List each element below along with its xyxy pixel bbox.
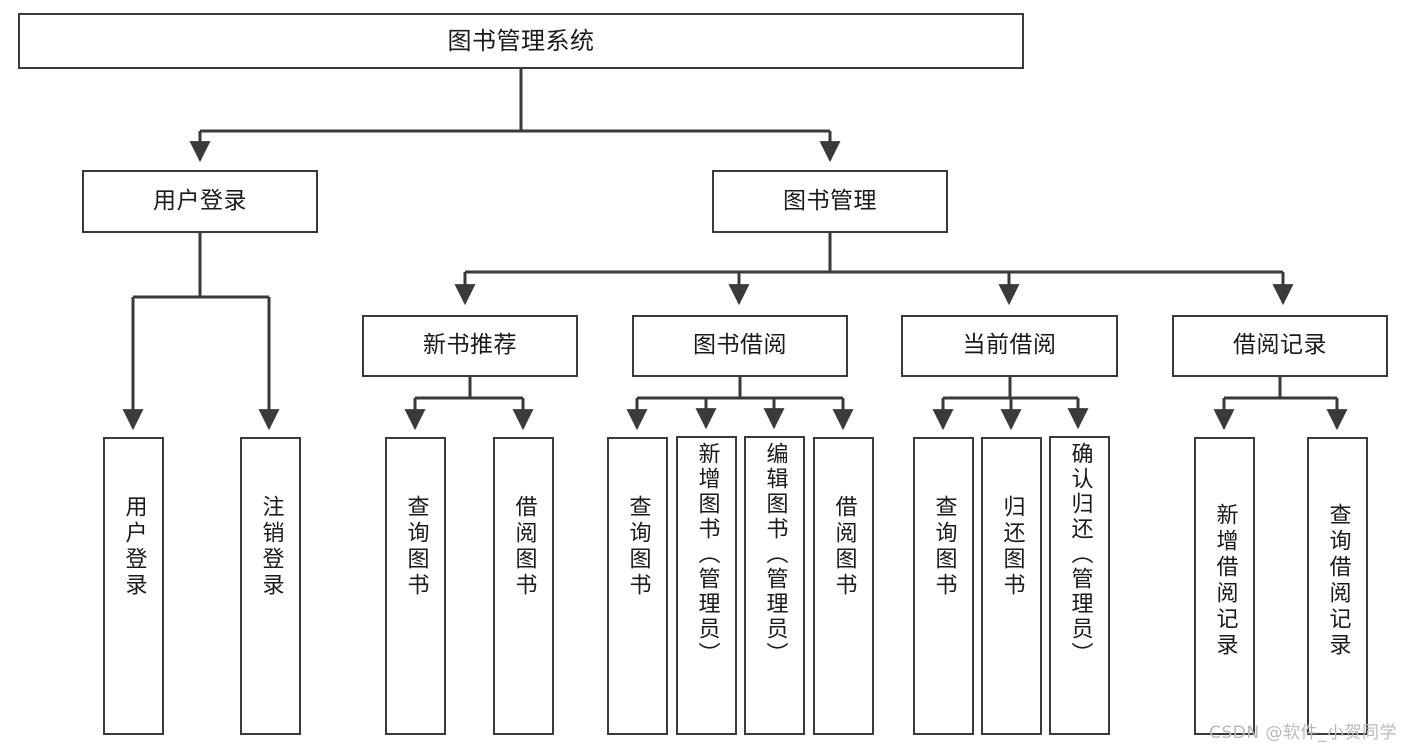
node-borrowing-records[interactable]: 借阅记录 (1172, 315, 1388, 377)
node-label: 注销登录 (258, 495, 284, 599)
node-label: 图书借阅 (693, 332, 787, 359)
node-label: 图书管理 (783, 187, 877, 214)
leaf-borrow-edit-book-admin[interactable]: 编辑图书（管理员） (744, 436, 805, 735)
node-label: 确认归还（管理员） (1067, 442, 1093, 667)
leaf-borrow-query-book[interactable]: 查询图书 (607, 437, 668, 735)
node-label: 图书管理系统 (447, 26, 595, 55)
node-label: 新增借阅记录 (1212, 503, 1238, 659)
csdn-watermark: CSDN @软件_小贺同学 (1209, 723, 1397, 743)
leaf-new-book-query-book[interactable]: 查询图书 (385, 437, 446, 735)
node-label: 查询图书 (403, 495, 429, 599)
leaf-current-confirm-return-admin[interactable]: 确认归还（管理员） (1049, 436, 1110, 735)
leaf-new-book-borrow-book[interactable]: 借阅图书 (493, 437, 554, 735)
node-label: 归还图书 (999, 495, 1025, 599)
node-label: 借阅图书 (831, 495, 857, 599)
node-label: 查询图书 (931, 495, 957, 599)
node-label: 新增图书（管理员） (694, 442, 720, 667)
leaf-borrow-borrow-book[interactable]: 借阅图书 (813, 437, 874, 735)
node-root-book-management-system[interactable]: 图书管理系统 (18, 13, 1024, 69)
node-current-borrowing[interactable]: 当前借阅 (901, 315, 1118, 377)
leaf-current-query-book[interactable]: 查询图书 (913, 437, 974, 735)
leaf-current-return-book[interactable]: 归还图书 (981, 437, 1042, 735)
leaf-borrow-add-book-admin[interactable]: 新增图书（管理员） (676, 436, 737, 735)
node-label: 新书推荐 (423, 332, 517, 359)
node-book-management[interactable]: 图书管理 (712, 170, 948, 233)
leaf-user-login[interactable]: 用户登录 (103, 437, 164, 735)
leaf-record-query-borrow-record[interactable]: 查询借阅记录 (1307, 437, 1368, 735)
node-new-book-recommendation[interactable]: 新书推荐 (362, 315, 578, 377)
leaf-record-add-borrow-record[interactable]: 新增借阅记录 (1194, 437, 1255, 735)
node-label: 用户登录 (121, 495, 147, 599)
node-label: 当前借阅 (962, 332, 1057, 359)
node-label: 用户登录 (153, 187, 247, 214)
node-user-login[interactable]: 用户登录 (82, 170, 318, 233)
node-label: 查询借阅记录 (1325, 503, 1351, 659)
node-label: 借阅记录 (1233, 332, 1327, 359)
node-label: 借阅图书 (511, 495, 537, 599)
node-label: 编辑图书（管理员） (762, 442, 788, 667)
leaf-logout[interactable]: 注销登录 (240, 437, 301, 735)
node-book-borrowing[interactable]: 图书借阅 (632, 315, 848, 377)
node-label: 查询图书 (625, 495, 651, 599)
